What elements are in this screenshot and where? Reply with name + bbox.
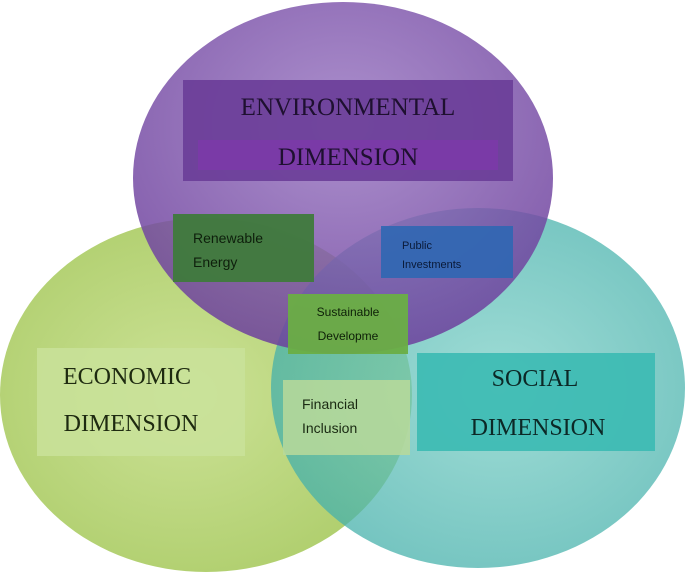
social-label-box <box>417 353 655 451</box>
environmental-title-line2: DIMENSION <box>278 144 418 171</box>
social-title-line1: SOCIAL <box>492 366 579 392</box>
sustainable-development-line2: Developme <box>318 329 379 343</box>
renewable-energy-box <box>173 214 314 282</box>
economic-title-line1: ECONOMIC <box>63 364 191 390</box>
economic-title-line2: DIMENSION <box>64 411 199 437</box>
environmental-label-inner-box <box>198 140 498 170</box>
financial-inclusion-box <box>283 380 410 455</box>
economic-label-box <box>37 348 245 456</box>
renewable-energy-line2: Energy <box>193 254 237 270</box>
financial-inclusion-line1: Financial <box>302 396 358 412</box>
social-title-line2: DIMENSION <box>471 415 606 441</box>
sustainable-development-line1: Sustainable <box>317 305 380 319</box>
renewable-energy-line1: Renewable <box>193 230 263 246</box>
sustainable-development-box <box>288 294 408 354</box>
public-investments-line1: Public <box>402 240 432 252</box>
financial-inclusion-line2: Inclusion <box>302 420 357 436</box>
public-investments-box <box>381 226 513 278</box>
environmental-title-line1: ENVIRONMENTAL <box>241 94 456 121</box>
public-investments-line2: Investments <box>402 259 462 271</box>
